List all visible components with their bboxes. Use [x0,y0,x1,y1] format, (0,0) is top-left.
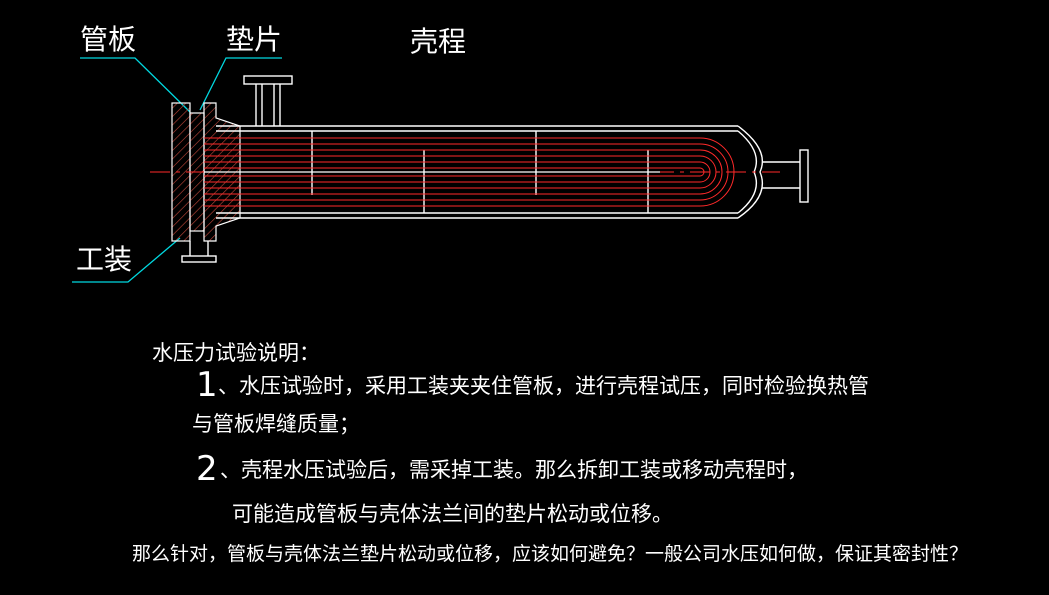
bottom-nozzle-flange [181,255,217,263]
leader-lines [72,57,282,283]
shell [216,125,764,219]
nozzles [181,75,809,263]
shell-side-label: 壳程 [410,25,467,58]
end-nozzle-flange [799,149,809,203]
closing-question: 那么针对，管板与壳体法兰垫片松动或位移，应该如何避免？一般公司水压如何做，保证其… [132,543,969,565]
note-1-line-2: 与管板焊缝质量； [192,412,360,436]
note-2-line-1: 、壳程水压试验后，需采掉工装。那么拆卸工装或移动壳程时， [220,458,808,482]
heat-exchanger-drawing [72,57,809,283]
shell-nozzle-flange [243,75,293,85]
note-2-line-2: 可能造成管板与壳体法兰间的垫片松动或位移。 [232,502,673,526]
note-1-line-1: 、水压试验时，采用工装夹夹住管板，进行壳程试压，同时检验换热管 [218,374,869,398]
tube-sheet-leader [80,57,191,113]
shell-end-cap [737,125,764,219]
fixture-leader [72,237,181,283]
gasket-leader [199,57,282,111]
notes-heading: 水压力试验说明： [152,341,320,365]
note-1-number: 1 [196,365,218,405]
note-2-number: 2 [196,449,218,489]
gasket-label: 垫片 [226,23,283,56]
fixture-label: 工装 [76,243,133,276]
tube-sheet-label: 管板 [80,23,137,56]
